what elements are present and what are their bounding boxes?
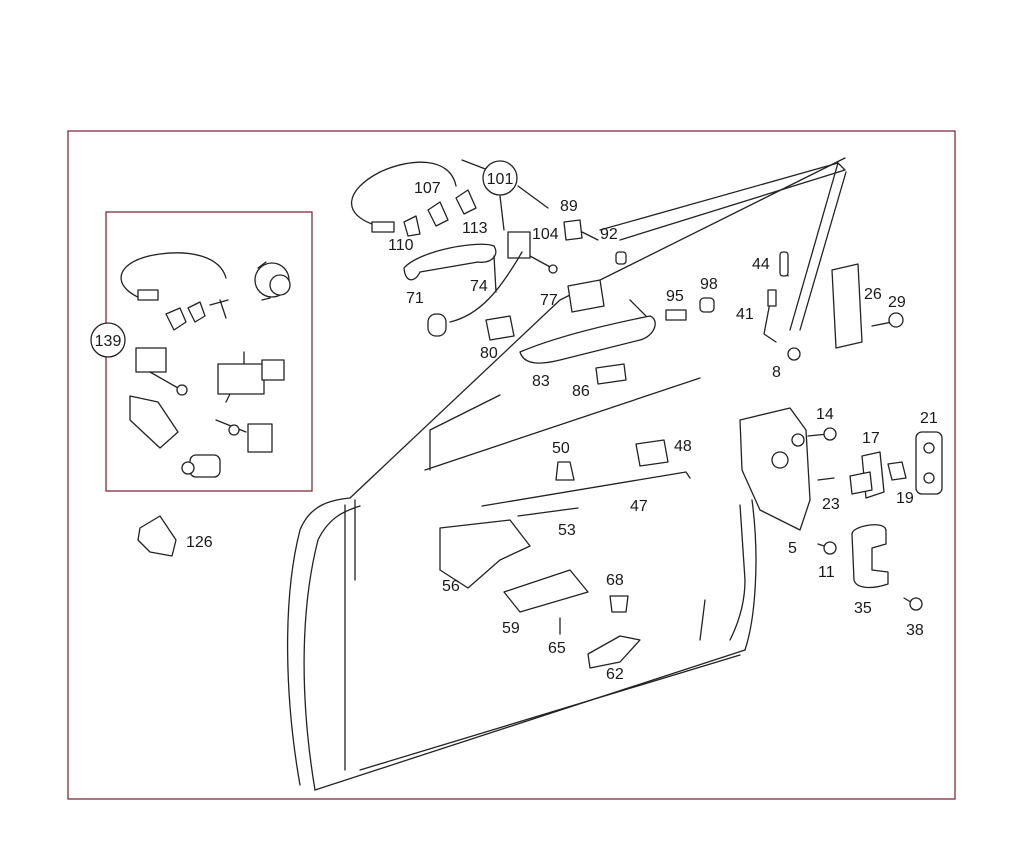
lock-rod-parts [763, 251, 904, 361]
label-47: 47 [630, 498, 648, 515]
label-5: 5 [788, 540, 797, 557]
inner-handle-parts [439, 439, 691, 669]
callout-139-circle [90, 322, 126, 358]
callout-labels: 101 139 107 113 110 104 89 92 71 74 77 8… [95, 171, 938, 683]
outer-handle-parts [403, 219, 627, 337]
callout-101-circle [482, 160, 518, 196]
label-101: 101 [487, 171, 514, 188]
label-74: 74 [470, 278, 488, 295]
label-50: 50 [552, 440, 570, 457]
label-83: 83 [532, 373, 550, 390]
label-110: 110 [388, 237, 414, 254]
label-44: 44 [752, 256, 770, 273]
label-89: 89 [560, 198, 578, 215]
label-98: 98 [700, 276, 718, 293]
label-48: 48 [674, 438, 692, 455]
label-62: 62 [606, 666, 624, 683]
label-107: 107 [414, 180, 441, 197]
label-26: 26 [864, 286, 882, 303]
label-65: 65 [548, 640, 566, 657]
label-80: 80 [480, 345, 498, 362]
key-set-parts [350, 159, 549, 237]
label-86: 86 [572, 383, 590, 400]
label-53: 53 [558, 522, 576, 539]
label-8: 8 [772, 364, 781, 381]
label-71: 71 [406, 290, 424, 307]
part-126 [137, 515, 177, 557]
label-17: 17 [862, 430, 880, 447]
label-104: 104 [532, 226, 559, 243]
lock-set-parts [120, 252, 291, 478]
label-19: 19 [896, 490, 914, 507]
diagram-frame [67, 130, 956, 800]
label-92: 92 [600, 226, 618, 243]
label-41: 41 [736, 306, 754, 323]
handle-frame-parts [485, 279, 715, 385]
door-shell [286, 157, 847, 791]
label-56: 56 [442, 578, 460, 595]
label-126: 126 [186, 534, 213, 551]
label-14: 14 [816, 406, 834, 423]
label-77: 77 [540, 292, 558, 309]
label-11: 11 [818, 564, 835, 581]
label-23: 23 [822, 496, 840, 513]
label-38: 38 [906, 622, 924, 639]
label-29: 29 [888, 294, 906, 311]
label-21: 21 [920, 410, 938, 427]
latch-assembly-parts [739, 407, 943, 611]
label-59: 59 [502, 620, 520, 637]
label-35: 35 [854, 600, 872, 617]
label-139: 139 [95, 333, 122, 350]
label-95: 95 [666, 288, 684, 305]
label-68: 68 [606, 572, 624, 589]
label-113: 113 [462, 220, 488, 237]
